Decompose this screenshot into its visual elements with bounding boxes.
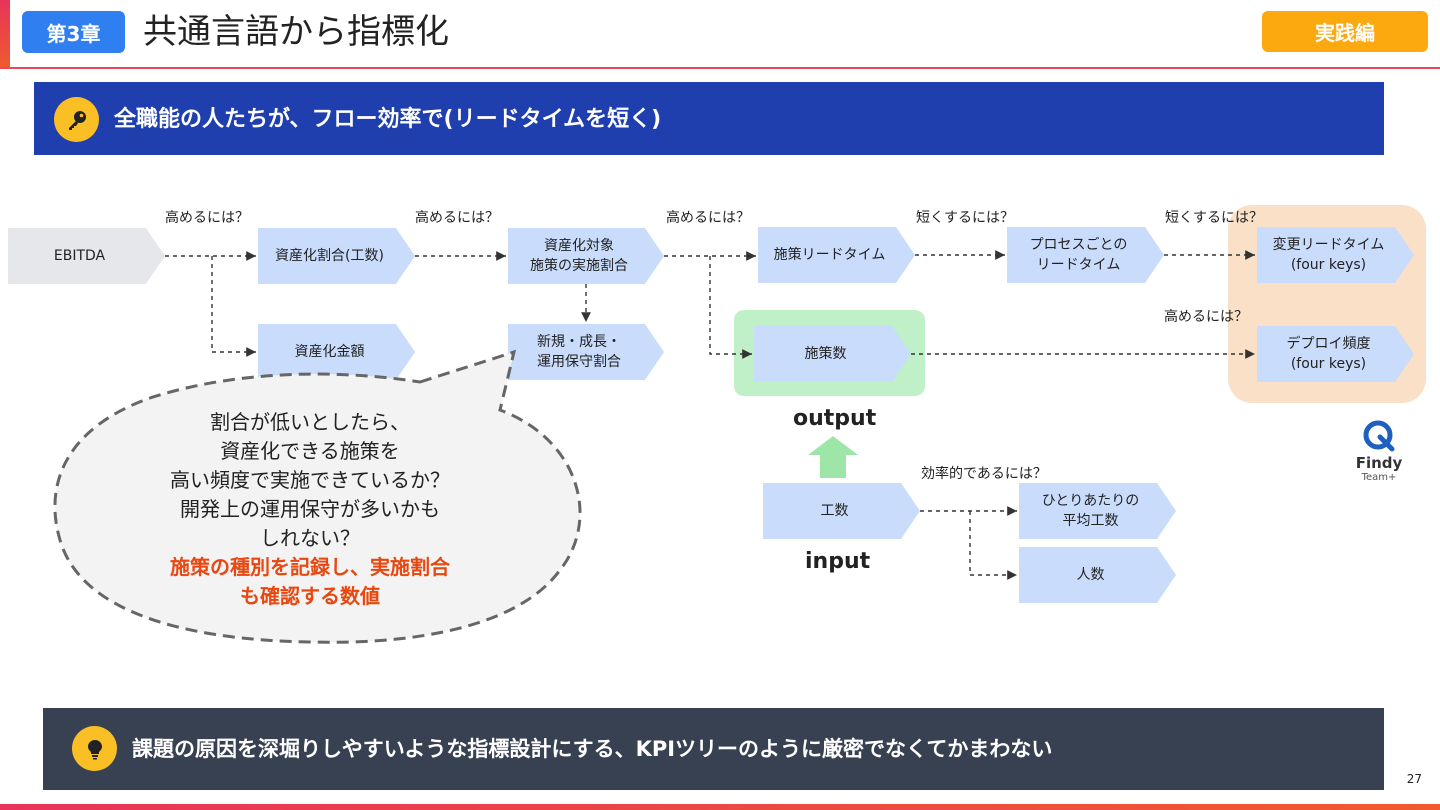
takeaway-text: 課題の原因を深堀りしやすいような指標設計にする、KPIツリーのように厳密でなくて… xyxy=(132,737,1053,761)
findy-logo-sub: Team+ xyxy=(1361,472,1397,483)
node-asset-ratio: 資産化割合(工数) xyxy=(275,248,384,264)
edge-label-shorten-1: 短くするには？ xyxy=(916,210,1014,226)
bubble-text: 割合が低いとしたら、 資産化できる施策を 高い頻度で実施できているか？ 開発上の… xyxy=(95,408,525,611)
node-change-lead: 変更リードタイム (four keys) xyxy=(1272,237,1385,273)
lead-time-shape xyxy=(758,227,915,283)
footer-accent-line xyxy=(0,804,1440,810)
ebitda-shape xyxy=(8,228,165,284)
node-effort: 工数 xyxy=(820,503,849,519)
edge-label-raise-2: 高めるには？ xyxy=(415,210,499,226)
node-lead-time: 施策リードタイム xyxy=(773,247,886,263)
deploy-freq-shape xyxy=(1257,326,1414,382)
takeaway-bar xyxy=(43,708,1384,790)
edge-label-raise-1: 高めるには？ xyxy=(165,210,249,226)
node-ebitda: EBITDA xyxy=(53,248,106,264)
header-divider xyxy=(0,67,1440,69)
input-label: input xyxy=(805,549,871,574)
process-lead-shape xyxy=(1007,227,1164,283)
bubble-emphasis: 施策の種別を記録し、実施割合 xyxy=(170,555,450,579)
page-number: 27 xyxy=(1406,772,1422,786)
edge-label-raise-4: 高めるには？ xyxy=(1164,309,1248,325)
speech-bubble xyxy=(53,349,582,644)
edge-label-raise-3: 高めるには？ xyxy=(666,210,750,226)
edge-label-shorten-2: 短くするには？ xyxy=(1165,210,1263,226)
practice-badge: 実践編 xyxy=(1262,11,1428,52)
change-lead-shape xyxy=(1257,227,1414,283)
node-asset-target: 資産化対象 施策の実施割合 xyxy=(530,238,628,274)
node-process-lead: プロセスごとの リードタイム xyxy=(1029,237,1128,273)
output-arrow xyxy=(808,436,858,478)
node-deploy-freq: デプロイ頻度 (four keys) xyxy=(1286,336,1371,372)
avg-effort-shape xyxy=(1019,483,1176,539)
edge-label-efficient: 効率的であるには？ xyxy=(921,466,1047,482)
node-asset-amount: 資産化金額 xyxy=(294,344,365,360)
node-count: 施策数 xyxy=(804,346,847,362)
page-title: 共通言語から指標化 xyxy=(143,12,449,52)
lightbulb-icon xyxy=(72,726,117,771)
effort-shape xyxy=(763,483,920,539)
banner-text: 全職能の人たちが、フロー効率で(リードタイムを短く) xyxy=(114,107,662,132)
asset-ratio-shape xyxy=(258,228,415,284)
node-avg-effort: ひとりあたりの 平均工数 xyxy=(1041,493,1140,529)
asset-target-shape xyxy=(508,228,664,284)
people-shape xyxy=(1019,547,1176,603)
findy-logo-icon xyxy=(1363,420,1395,452)
left-accent-bar xyxy=(0,0,10,68)
chapter-badge: 第3章 xyxy=(22,11,125,53)
findy-logo-text: Findy xyxy=(1355,454,1403,472)
node-new-growth: 新規・成長・ 運用保守割合 xyxy=(537,334,621,370)
new-growth-shape xyxy=(508,324,664,380)
output-label: output xyxy=(793,406,877,431)
key-message-banner xyxy=(34,82,1384,155)
node-people: 人数 xyxy=(1076,567,1105,583)
key-icon xyxy=(54,97,99,142)
asset-amount-shape xyxy=(258,324,415,380)
count-shape xyxy=(754,326,911,382)
